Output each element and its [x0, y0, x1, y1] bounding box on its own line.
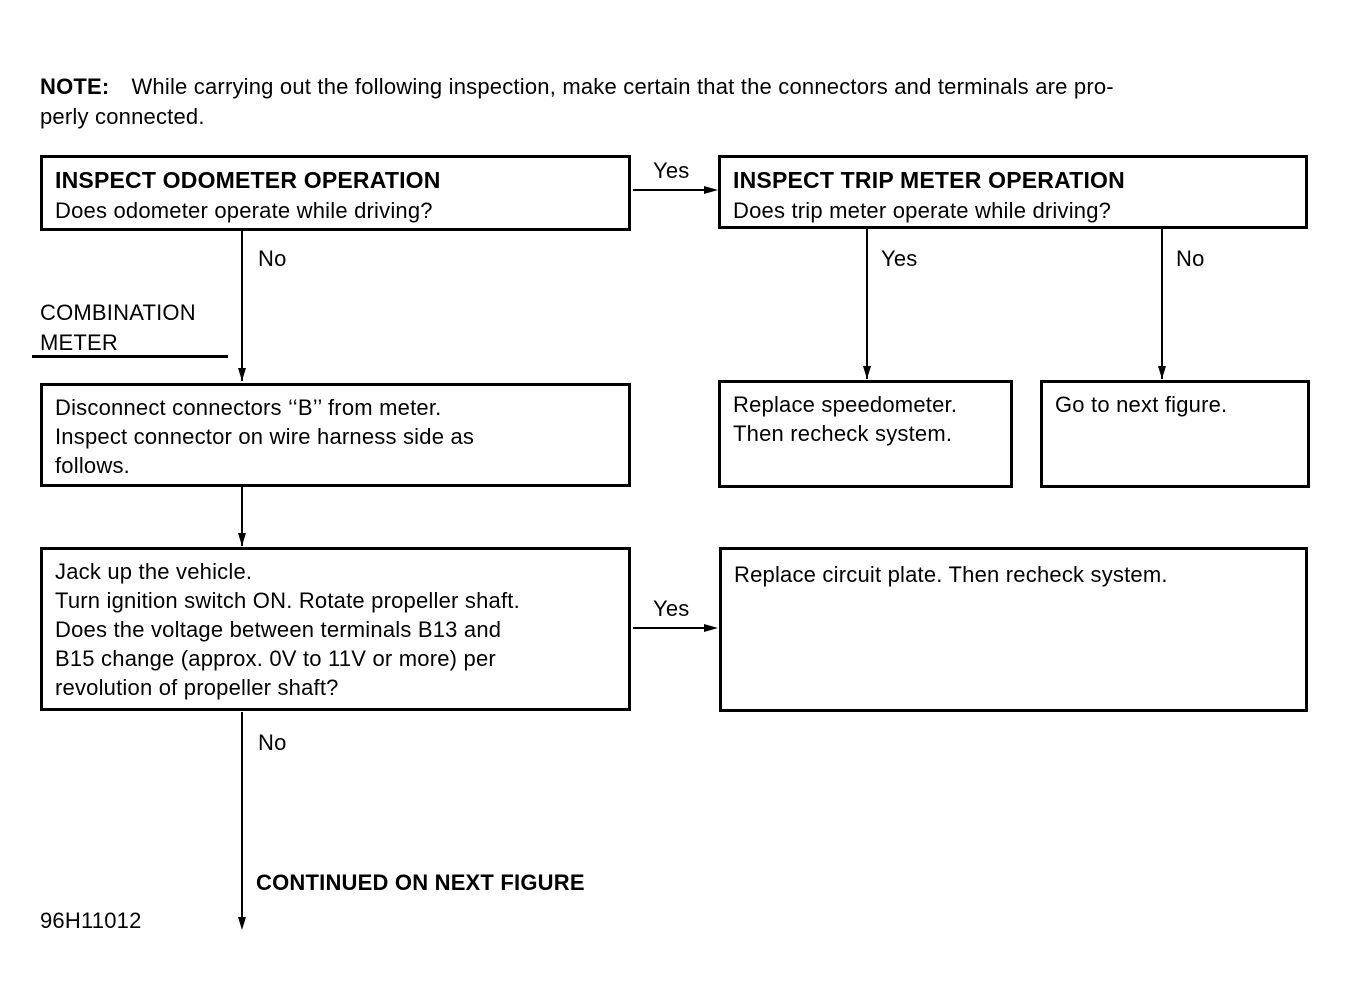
arrowhead-odometer-yes — [704, 186, 718, 194]
box-go-to-next-figure: Go to next figure. — [1040, 380, 1310, 488]
box-go-to-next-figure-line-1: Go to next figure. — [1055, 392, 1228, 417]
box-inspect-trip-meter-title: INSPECT TRIP METER OPERATION — [733, 167, 1125, 193]
note-line-2: perly connected. — [40, 104, 205, 129]
box-inspect-trip-meter-question: Does trip meter operate while driving? — [733, 198, 1112, 223]
connector-jack-no-line — [241, 712, 243, 919]
box-jack-up-line-4: B15 change (approx. 0V to 11V or more) p… — [55, 646, 496, 671]
box-disconnect-connectors: Disconnect connectors ‘‘B’’ from meter. … — [40, 383, 631, 487]
box-replace-speedometer-line-2: Then recheck system. — [733, 421, 953, 446]
note-line-1-text: While carrying out the following inspect… — [131, 74, 1114, 99]
connector-jack-yes-line — [633, 627, 705, 629]
connector-trip-yes-line — [866, 229, 868, 379]
box-inspect-odometer-title: INSPECT ODOMETER OPERATION — [55, 167, 441, 193]
connector-odometer-no-line — [241, 231, 243, 381]
arrowhead-jack-yes — [704, 624, 718, 632]
box-inspect-odometer: INSPECT ODOMETER OPERATION Does odometer… — [40, 155, 631, 231]
box-replace-circuit-plate: Replace circuit plate. Then recheck syst… — [719, 547, 1308, 712]
section-label-line-1: COMBINATION — [40, 300, 196, 325]
figure-id: 96H11012 — [40, 908, 142, 933]
arrowhead-trip-yes — [863, 366, 871, 379]
box-jack-up-line-5: revolution of propeller shaft? — [55, 675, 339, 700]
box-jack-up-vehicle: Jack up the vehicle. Turn ignition switc… — [40, 547, 631, 711]
connector-disconnect-to-jack-line — [241, 487, 243, 546]
note-line-1: NOTE: While carrying out the following in… — [40, 72, 1330, 102]
arrowhead-jack-no — [238, 917, 246, 930]
section-label-line-2: METER — [40, 330, 118, 355]
box-inspect-odometer-question: Does odometer operate while driving? — [55, 198, 433, 223]
box-disconnect-line-2: Inspect connector on wire harness side a… — [55, 424, 475, 449]
arrowhead-odometer-no — [238, 368, 246, 381]
edge-label-trip-no: No — [1176, 246, 1205, 271]
edge-label-odometer-yes: Yes — [653, 158, 690, 183]
box-disconnect-line-1: Disconnect connectors ‘‘B’’ from meter. — [55, 395, 442, 420]
edge-label-trip-yes: Yes — [881, 246, 918, 271]
connector-trip-no-line — [1161, 229, 1163, 379]
section-label-combination-meter: COMBINATION METER — [40, 298, 196, 358]
edge-label-odometer-no: No — [258, 246, 287, 271]
box-jack-up-line-1: Jack up the vehicle. — [55, 559, 253, 584]
edge-label-jack-yes: Yes — [653, 596, 690, 621]
edge-label-jack-no: No — [258, 730, 287, 755]
arrowhead-trip-no — [1158, 366, 1166, 379]
box-jack-up-line-2: Turn ignition switch ON. Rotate propelle… — [55, 588, 520, 613]
box-jack-up-line-3: Does the voltage between terminals B13 a… — [55, 617, 502, 642]
section-label-underline — [32, 355, 228, 358]
box-replace-speedometer-line-1: Replace speedometer. — [733, 392, 958, 417]
connector-odometer-yes-line — [633, 189, 705, 191]
note: NOTE: While carrying out the following in… — [40, 72, 1330, 132]
continued-on-next-figure-label: CONTINUED ON NEXT FIGURE — [256, 870, 585, 895]
arrowhead-disconnect-to-jack — [238, 533, 246, 546]
note-label: NOTE: — [40, 74, 110, 99]
box-replace-circuit-plate-line-1: Replace circuit plate. Then recheck syst… — [734, 562, 1168, 587]
box-replace-speedometer: Replace speedometer. Then recheck system… — [718, 380, 1013, 488]
box-disconnect-line-3: follows. — [55, 453, 130, 478]
box-inspect-trip-meter: INSPECT TRIP METER OPERATION Does trip m… — [718, 155, 1308, 229]
